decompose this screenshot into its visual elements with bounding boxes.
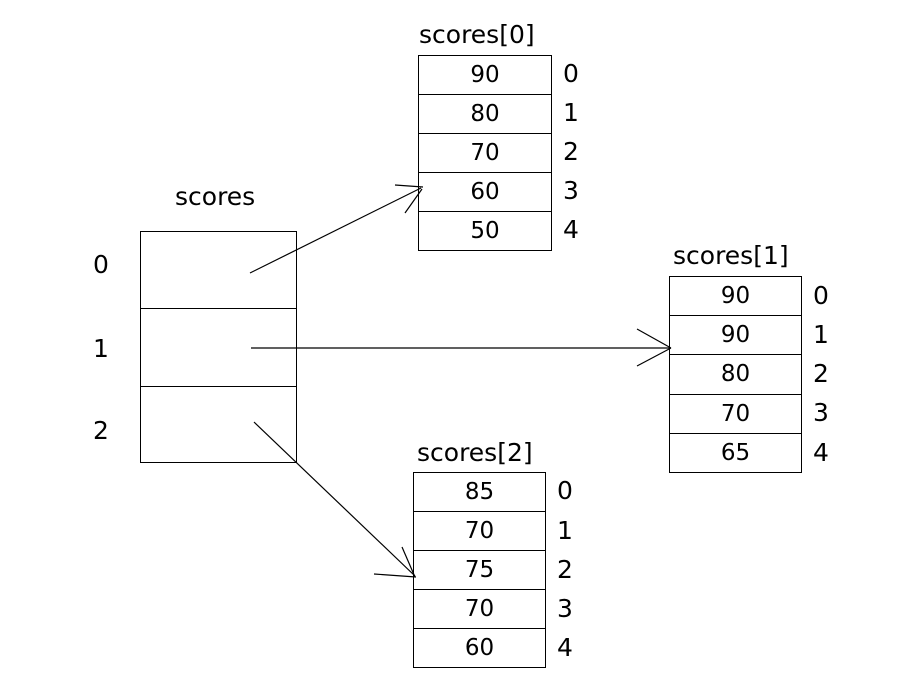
sub-array-1-cell-4[interactable]: 65 [720, 440, 751, 466]
pointer-index-2: 2 [93, 416, 109, 445]
sub-array-0-cell-0[interactable]: 90 [419, 56, 551, 95]
sub-array-0-index-0: 0 [563, 59, 579, 88]
pointer-cell-2[interactable] [141, 387, 296, 464]
sub-array-1-cell-0[interactable]: 90 [670, 277, 801, 316]
sub-array-1-index-3: 3 [813, 398, 829, 427]
sub-array-2-cell-1[interactable]: 70 [414, 512, 545, 551]
sub-array-1-title: scores[1] [673, 241, 789, 270]
sub-array-0-box: 90 80 70 60 50 [418, 55, 552, 251]
pointer-index-1: 1 [93, 334, 109, 363]
sub-array-0-index-4: 4 [563, 215, 579, 244]
sub-array-1-cell-2[interactable]: 80 [670, 355, 801, 395]
pointer-index-0: 0 [93, 250, 109, 279]
sub-array-0-cell-1[interactable]: 80 [419, 95, 551, 134]
sub-array-2-cell-4[interactable]: 60 [464, 635, 495, 661]
sub-array-0-cell-2[interactable]: 70 [419, 134, 551, 173]
pointer-array-box [140, 231, 297, 463]
sub-array-2-index-3: 3 [557, 594, 573, 623]
sub-array-2-cell-0[interactable]: 85 [414, 473, 545, 512]
sub-array-0-cell-3[interactable]: 60 [419, 173, 551, 212]
sub-array-2-box: 85 70 75 70 60 [413, 472, 546, 668]
arrow-row1-to-scores1 [251, 328, 672, 367]
sub-array-1-index-2: 2 [813, 359, 829, 388]
sub-array-1-index-0: 0 [813, 281, 829, 310]
sub-array-0-index-3: 3 [563, 176, 579, 205]
sub-array-1-cell-1[interactable]: 90 [670, 316, 801, 355]
pointer-cell-1[interactable] [141, 309, 296, 387]
sub-array-2-index-2: 2 [557, 555, 573, 584]
sub-array-2-title: scores[2] [417, 438, 533, 467]
sub-array-2-cell-2[interactable]: 75 [414, 551, 545, 590]
sub-array-0-title: scores[0] [419, 20, 535, 49]
sub-array-0-index-1: 1 [563, 98, 579, 127]
pointer-array-title: scores [175, 182, 256, 211]
sub-array-2-index-4: 4 [557, 633, 573, 662]
sub-array-0-cell-4[interactable]: 50 [470, 218, 500, 244]
sub-array-2-index-1: 1 [557, 516, 573, 545]
sub-array-2-index-0: 0 [557, 476, 573, 505]
sub-array-1-box: 90 90 80 70 65 [669, 276, 802, 473]
pointer-cell-0[interactable] [141, 232, 296, 309]
sub-array-2-cell-3[interactable]: 70 [414, 590, 545, 629]
sub-array-1-cell-3[interactable]: 70 [670, 395, 801, 434]
sub-array-0-index-2: 2 [563, 137, 579, 166]
sub-array-1-index-4: 4 [813, 438, 829, 467]
sub-array-1-index-1: 1 [813, 320, 829, 349]
